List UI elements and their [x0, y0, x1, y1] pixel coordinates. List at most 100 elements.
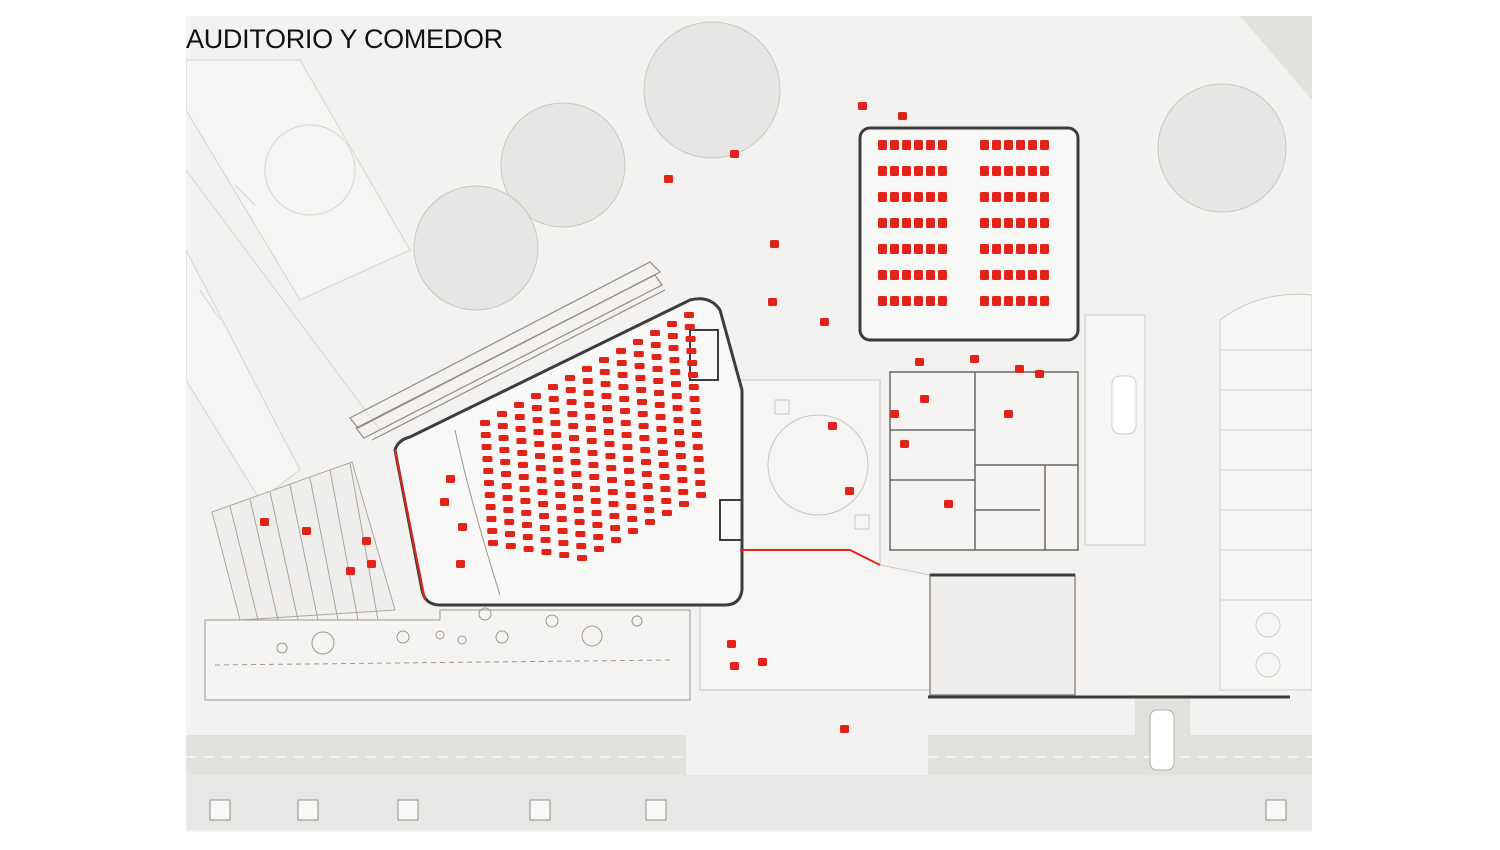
auditorium-terrace [204, 607, 691, 701]
auditorium-seat [565, 387, 576, 393]
auditorium-seat [555, 492, 566, 498]
auditorium-hall [393, 297, 744, 607]
auditorium-seat [641, 459, 651, 465]
auditorium-seat [658, 450, 668, 456]
auditorium-seat [687, 360, 698, 366]
auditorium-seat [677, 477, 688, 483]
auditorium-seat [522, 534, 533, 540]
dining-seat [992, 296, 1001, 306]
auditorium-seat [644, 507, 655, 513]
auditorium-seat [501, 483, 512, 489]
dining-seat [992, 140, 1001, 150]
auditorium-seat [692, 432, 702, 438]
dining-seat [1028, 166, 1037, 176]
auditorium-seat [539, 513, 549, 519]
auditorium-seat [696, 492, 706, 498]
dining-seat [878, 218, 887, 228]
dining-seat [878, 166, 887, 176]
auditorium-seat [518, 474, 529, 480]
auditorium-seat [656, 426, 667, 432]
auditorium-seat [675, 441, 685, 447]
auditorium-seat [481, 444, 492, 450]
auditorium-seat [603, 417, 613, 423]
person-figure [970, 355, 979, 363]
person-figure [730, 662, 739, 670]
dining-seat [914, 218, 923, 228]
auditorium-seat [625, 492, 636, 498]
auditorium-seat [617, 372, 628, 378]
person-figure [820, 318, 829, 326]
tree-canopy [1157, 83, 1287, 213]
dining-seat [980, 166, 989, 176]
dining-seat [914, 140, 923, 150]
auditorium-seat [483, 468, 494, 474]
dining-seat [938, 166, 947, 176]
dining-seat [992, 270, 1001, 280]
auditorium-seat [690, 408, 701, 414]
auditorium-seat [602, 405, 613, 411]
auditorium-seat [590, 498, 601, 504]
auditorium-seat [653, 378, 664, 384]
auditorium-seat [551, 432, 562, 438]
person-figure [758, 658, 767, 666]
auditorium-seat [611, 537, 621, 543]
dining-seat [926, 218, 935, 228]
auditorium-seat [604, 441, 615, 447]
auditorium-seat [606, 465, 617, 471]
dining-seat [1028, 192, 1037, 202]
dining-seat [1028, 218, 1037, 228]
auditorium-seat [627, 516, 638, 522]
person-figure [768, 298, 777, 306]
auditorium-seat [662, 510, 672, 516]
auditorium-seat [573, 507, 584, 513]
auditorium-seat [693, 456, 704, 462]
auditorium-seat [587, 450, 598, 456]
auditorium-seat [534, 441, 545, 447]
auditorium-seat [550, 420, 561, 426]
auditorium-seat [643, 495, 654, 501]
dining-seat [1004, 296, 1013, 306]
auditorium-seat [628, 528, 638, 534]
auditorium-seat [637, 411, 648, 417]
auditorium-seat [536, 477, 547, 483]
auditorium-seat [657, 438, 668, 444]
auditorium-seat [535, 465, 546, 471]
auditorium-seat [691, 420, 702, 426]
auditorium-seat [623, 456, 634, 462]
auditorium-seat [522, 522, 532, 528]
dining-seat [992, 218, 1001, 228]
auditorium-seat [577, 555, 587, 561]
dining-seat [980, 296, 989, 306]
dining-seat [1004, 270, 1013, 280]
auditorium-seat [485, 504, 496, 510]
auditorium-seat [667, 333, 678, 339]
dining-seat [890, 296, 899, 306]
dining-seat [980, 140, 989, 150]
street [186, 695, 1312, 830]
auditorium-seat [518, 462, 528, 468]
dining-seat [992, 192, 1001, 202]
dining-seat [1040, 140, 1049, 150]
auditorium-seat [638, 423, 649, 429]
dining-seat [938, 192, 947, 202]
auditorium-seat [505, 543, 516, 549]
auditorium-seat [599, 369, 610, 375]
auditorium-seat [624, 480, 635, 486]
auditorium-seat [515, 426, 526, 432]
person-figure [260, 518, 269, 526]
tree-canopy [413, 185, 539, 311]
seating-layout [260, 102, 1049, 733]
auditorium-seat [674, 429, 685, 435]
auditorium-seat [692, 444, 703, 450]
dining-seat [878, 192, 887, 202]
auditorium-seat [688, 372, 698, 378]
auditorium-seat [480, 420, 490, 426]
auditorium-seat [659, 474, 670, 480]
person-figure [920, 395, 929, 403]
dining-seat [1004, 140, 1013, 150]
person-figure [302, 527, 311, 535]
person-figure [346, 567, 355, 575]
dining-seat [1004, 192, 1013, 202]
auditorium-seat [540, 537, 551, 543]
dining-seat [914, 166, 923, 176]
